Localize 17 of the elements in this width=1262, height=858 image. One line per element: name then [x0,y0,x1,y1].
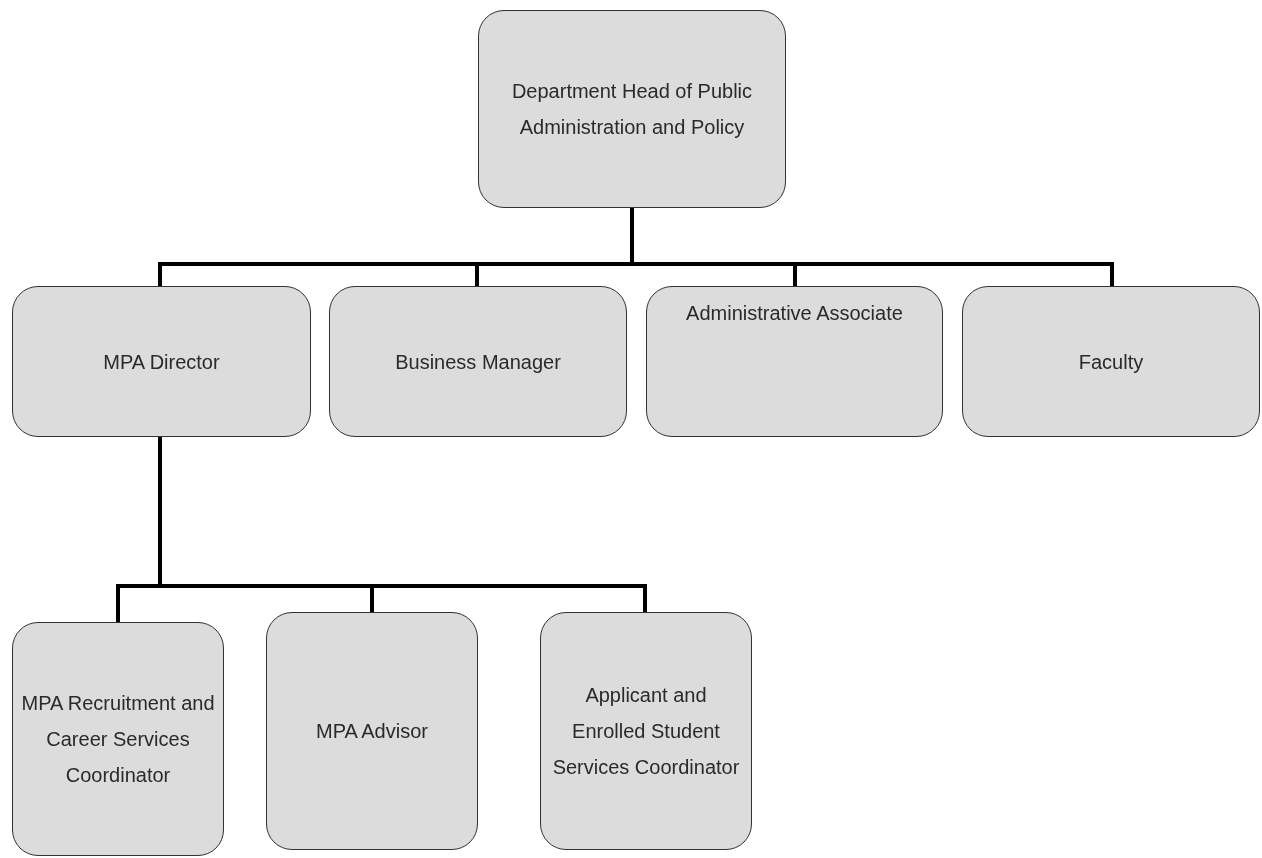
role-title: Faculty [1078,349,1144,375]
role-title: MPA Director [103,349,220,375]
org-box [329,286,627,437]
org-box [12,286,311,437]
role-title: MPA Recruitment and Career Services Coordinator [21,691,215,788]
org-box [540,612,752,850]
org-box [12,622,224,856]
role-title: Business Manager [395,349,561,375]
org-box [266,612,478,850]
role-title: MPA Advisor [316,719,428,744]
org-box [478,10,786,208]
role-title: Applicant and Enrolled Student Services Coordinator [551,683,741,780]
org-box [962,286,1260,437]
role-title: Department Head of Public Administration and Policy [510,79,754,140]
org-box [646,286,943,437]
role-title: Administrative Associate [686,301,903,326]
connector-line [630,208,1114,286]
